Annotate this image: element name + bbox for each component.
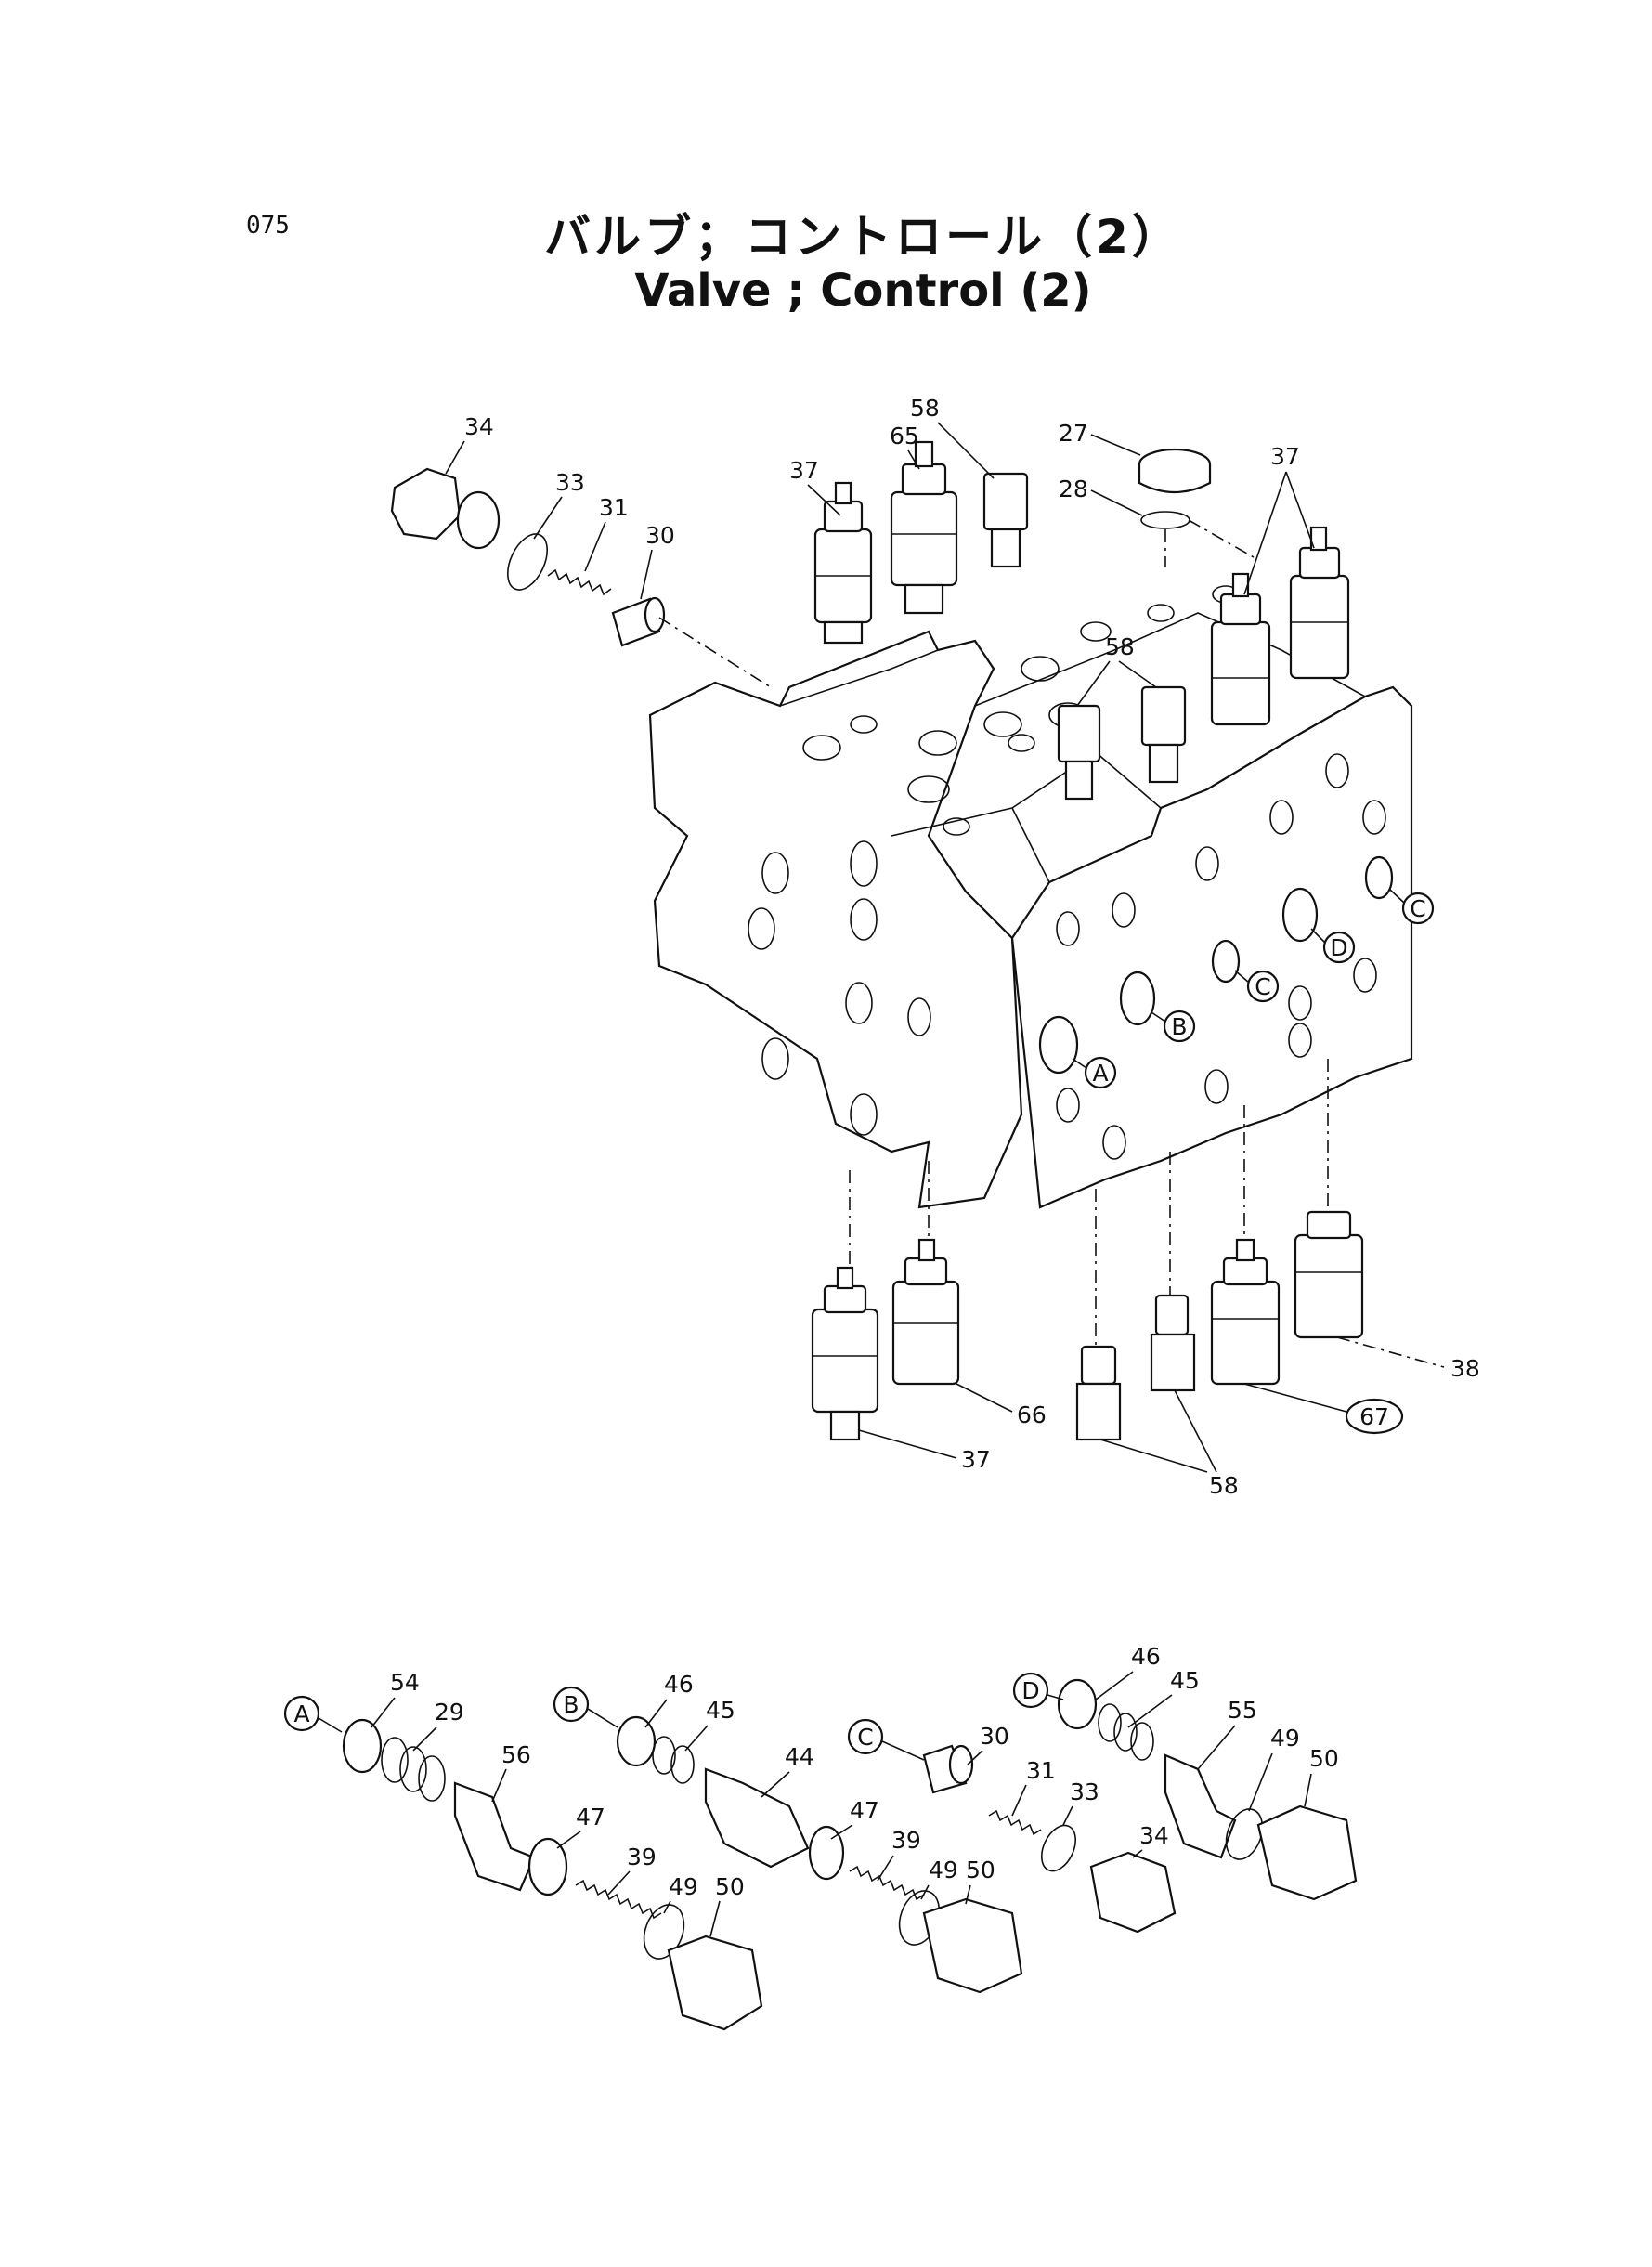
control-valve-body — [648, 585, 1413, 1209]
callout-50-d: 50 — [1309, 1745, 1339, 1772]
section-a-tag: A — [293, 1700, 309, 1727]
callout-30-c: 30 — [980, 1723, 1009, 1750]
plug-34-top — [390, 467, 501, 550]
callout-45-b: 45 — [706, 1697, 735, 1724]
o-ring-33-top — [507, 533, 548, 591]
section-d-tag: D — [1021, 1677, 1039, 1704]
relief-valve-66 — [891, 1238, 960, 1386]
callout-50-b: 50 — [966, 1857, 995, 1883]
callout-39-b: 39 — [891, 1827, 921, 1854]
callout-56: 56 — [501, 1741, 531, 1768]
callout-34: 34 — [464, 413, 494, 440]
poppet-30-top — [611, 596, 666, 647]
section-c-callouts: C 30 31 33 34 — [847, 1718, 1169, 1858]
callout-44: 44 — [785, 1743, 814, 1770]
spring-31-top — [547, 568, 612, 596]
callout-31: 31 — [599, 494, 629, 521]
section-b-callouts: B 46 45 44 47 39 49 50 — [553, 1671, 995, 1905]
callout-31-c: 31 — [1026, 1757, 1056, 1784]
plug-58-bottom-b — [1150, 1294, 1196, 1392]
callout-45-d: 45 — [1170, 1667, 1200, 1694]
relief-valve-37-right-b — [1289, 526, 1350, 680]
spool-assembly-b — [616, 1715, 1023, 1994]
callout-58-middle: 58 — [1105, 633, 1135, 660]
port-b-label: B — [1171, 1013, 1187, 1040]
callout-49-d: 49 — [1270, 1725, 1300, 1752]
relief-valve-37-right-a — [1210, 572, 1271, 726]
callout-54: 54 — [390, 1669, 420, 1696]
section-d-callouts: D 46 45 55 49 50 — [1012, 1643, 1339, 1812]
callout-65: 65 — [890, 423, 919, 449]
port-callouts: A B C D C — [1072, 889, 1435, 1089]
callout-66: 66 — [1017, 1401, 1047, 1428]
callout-47-a: 47 — [576, 1804, 605, 1831]
callout-67: 67 — [1359, 1403, 1389, 1430]
callout-27: 27 — [1059, 420, 1088, 447]
cap-27 — [1138, 448, 1212, 494]
page-title-english: Valve ; Control (2) — [634, 265, 1092, 317]
spool-assembly-d — [1057, 1678, 1358, 1901]
relief-valve-38 — [1294, 1210, 1364, 1339]
callout-46-b: 46 — [664, 1671, 694, 1698]
callout-38: 38 — [1450, 1355, 1480, 1382]
spool-assembly-a — [342, 1718, 763, 2031]
relief-valve-67 — [1210, 1238, 1281, 1386]
callout-28: 28 — [1059, 476, 1088, 502]
callout-46-d: 46 — [1131, 1643, 1161, 1670]
plug-58-middle-b — [1140, 685, 1187, 784]
callout-58-top: 58 — [910, 395, 940, 422]
callout-47-b: 47 — [850, 1797, 879, 1824]
section-a-callouts: A 54 29 56 47 39 49 50 — [283, 1669, 745, 1937]
relief-valve-65 — [890, 440, 958, 615]
callout-37-top-right: 37 — [1270, 443, 1300, 470]
callout-58-bottom: 58 — [1209, 1472, 1239, 1499]
section-b-tag: B — [563, 1691, 579, 1718]
plug-58-bottom-a — [1075, 1345, 1122, 1441]
callout-30: 30 — [645, 522, 675, 549]
port-a-label: A — [1092, 1060, 1108, 1087]
callout-49-a: 49 — [669, 1873, 698, 1900]
callout-37-bottom: 37 — [961, 1446, 991, 1473]
callout-33-c: 33 — [1070, 1778, 1099, 1805]
plug-58-middle-a — [1057, 704, 1101, 801]
port-c-label: C — [1255, 973, 1270, 1000]
port-c2-label: C — [1410, 895, 1425, 922]
callout-39-a: 39 — [627, 1844, 657, 1870]
top-callouts: 34 33 31 30 37 65 58 27 28 37 58 — [445, 395, 1315, 707]
callout-33: 33 — [555, 469, 585, 496]
callout-55: 55 — [1228, 1697, 1257, 1724]
assembly-leader-lines — [658, 519, 1329, 1347]
plug-58-top — [982, 472, 1029, 568]
page-number: 075 — [246, 212, 290, 240]
port-d-label: D — [1330, 934, 1347, 961]
callout-49-b: 49 — [929, 1857, 958, 1883]
callout-50-a: 50 — [715, 1873, 745, 1900]
callout-29: 29 — [435, 1699, 464, 1726]
check-valve-assembly-c — [922, 1744, 1177, 1934]
section-c-tag: C — [857, 1724, 873, 1751]
callout-34-c: 34 — [1139, 1822, 1169, 1849]
page-title-japanese: バルブ；コントロール（2） — [544, 210, 1182, 264]
relief-valve-37-left — [813, 481, 873, 645]
callout-37-top-left: 37 — [789, 457, 819, 484]
o-ring-28 — [1140, 511, 1190, 529]
relief-valve-37-bottom — [811, 1266, 879, 1441]
bottom-callouts: 37 66 58 67 38 — [858, 1336, 1480, 1499]
